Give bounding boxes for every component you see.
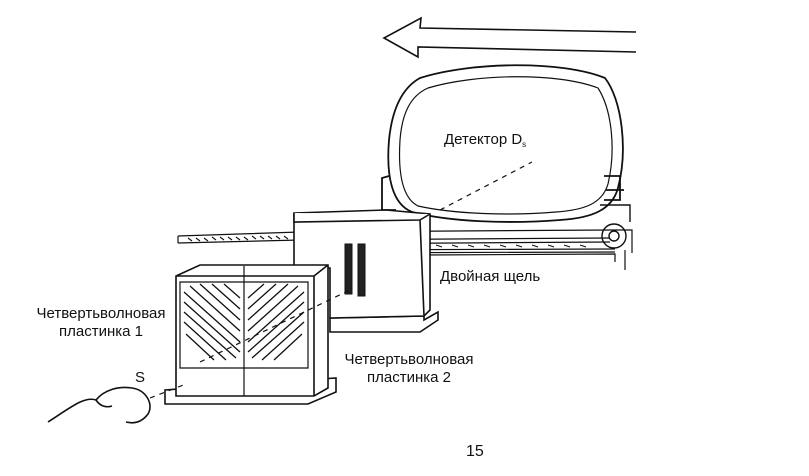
rail-roller	[600, 204, 631, 249]
quarter-wave-plate-2-line2: пластинка 2	[367, 369, 451, 386]
source	[47, 386, 151, 424]
arrow-left-icon	[382, 16, 637, 59]
detector-label-text: Детектор D	[444, 131, 523, 148]
page-number: 15	[466, 443, 484, 460]
plate-hatching-left	[183, 283, 241, 361]
detector-label-subscript: s	[522, 140, 527, 149]
source-label: S	[135, 369, 146, 386]
quarter-wave-plate-2-line1: Четвертьволновая	[344, 351, 474, 368]
double-slit-label: Двойная щель	[440, 268, 541, 285]
rail-markings	[187, 235, 587, 248]
quarter-wave-plate-2-label: Четвертьволновая пластинка 2	[330, 351, 488, 387]
quarter-wave-plate-1-label: Четвертьволновая пластинка 1	[0, 305, 202, 341]
quarter-wave-plate-1-line2: пластинка 1	[59, 323, 143, 340]
plate-hatching-right	[247, 283, 305, 361]
double-slit-block	[293, 209, 439, 333]
quarter-wave-plate-1-line1: Четвертьволновая	[36, 305, 166, 322]
beam-path	[149, 161, 533, 399]
detector-label: Детектор Ds	[444, 131, 526, 154]
